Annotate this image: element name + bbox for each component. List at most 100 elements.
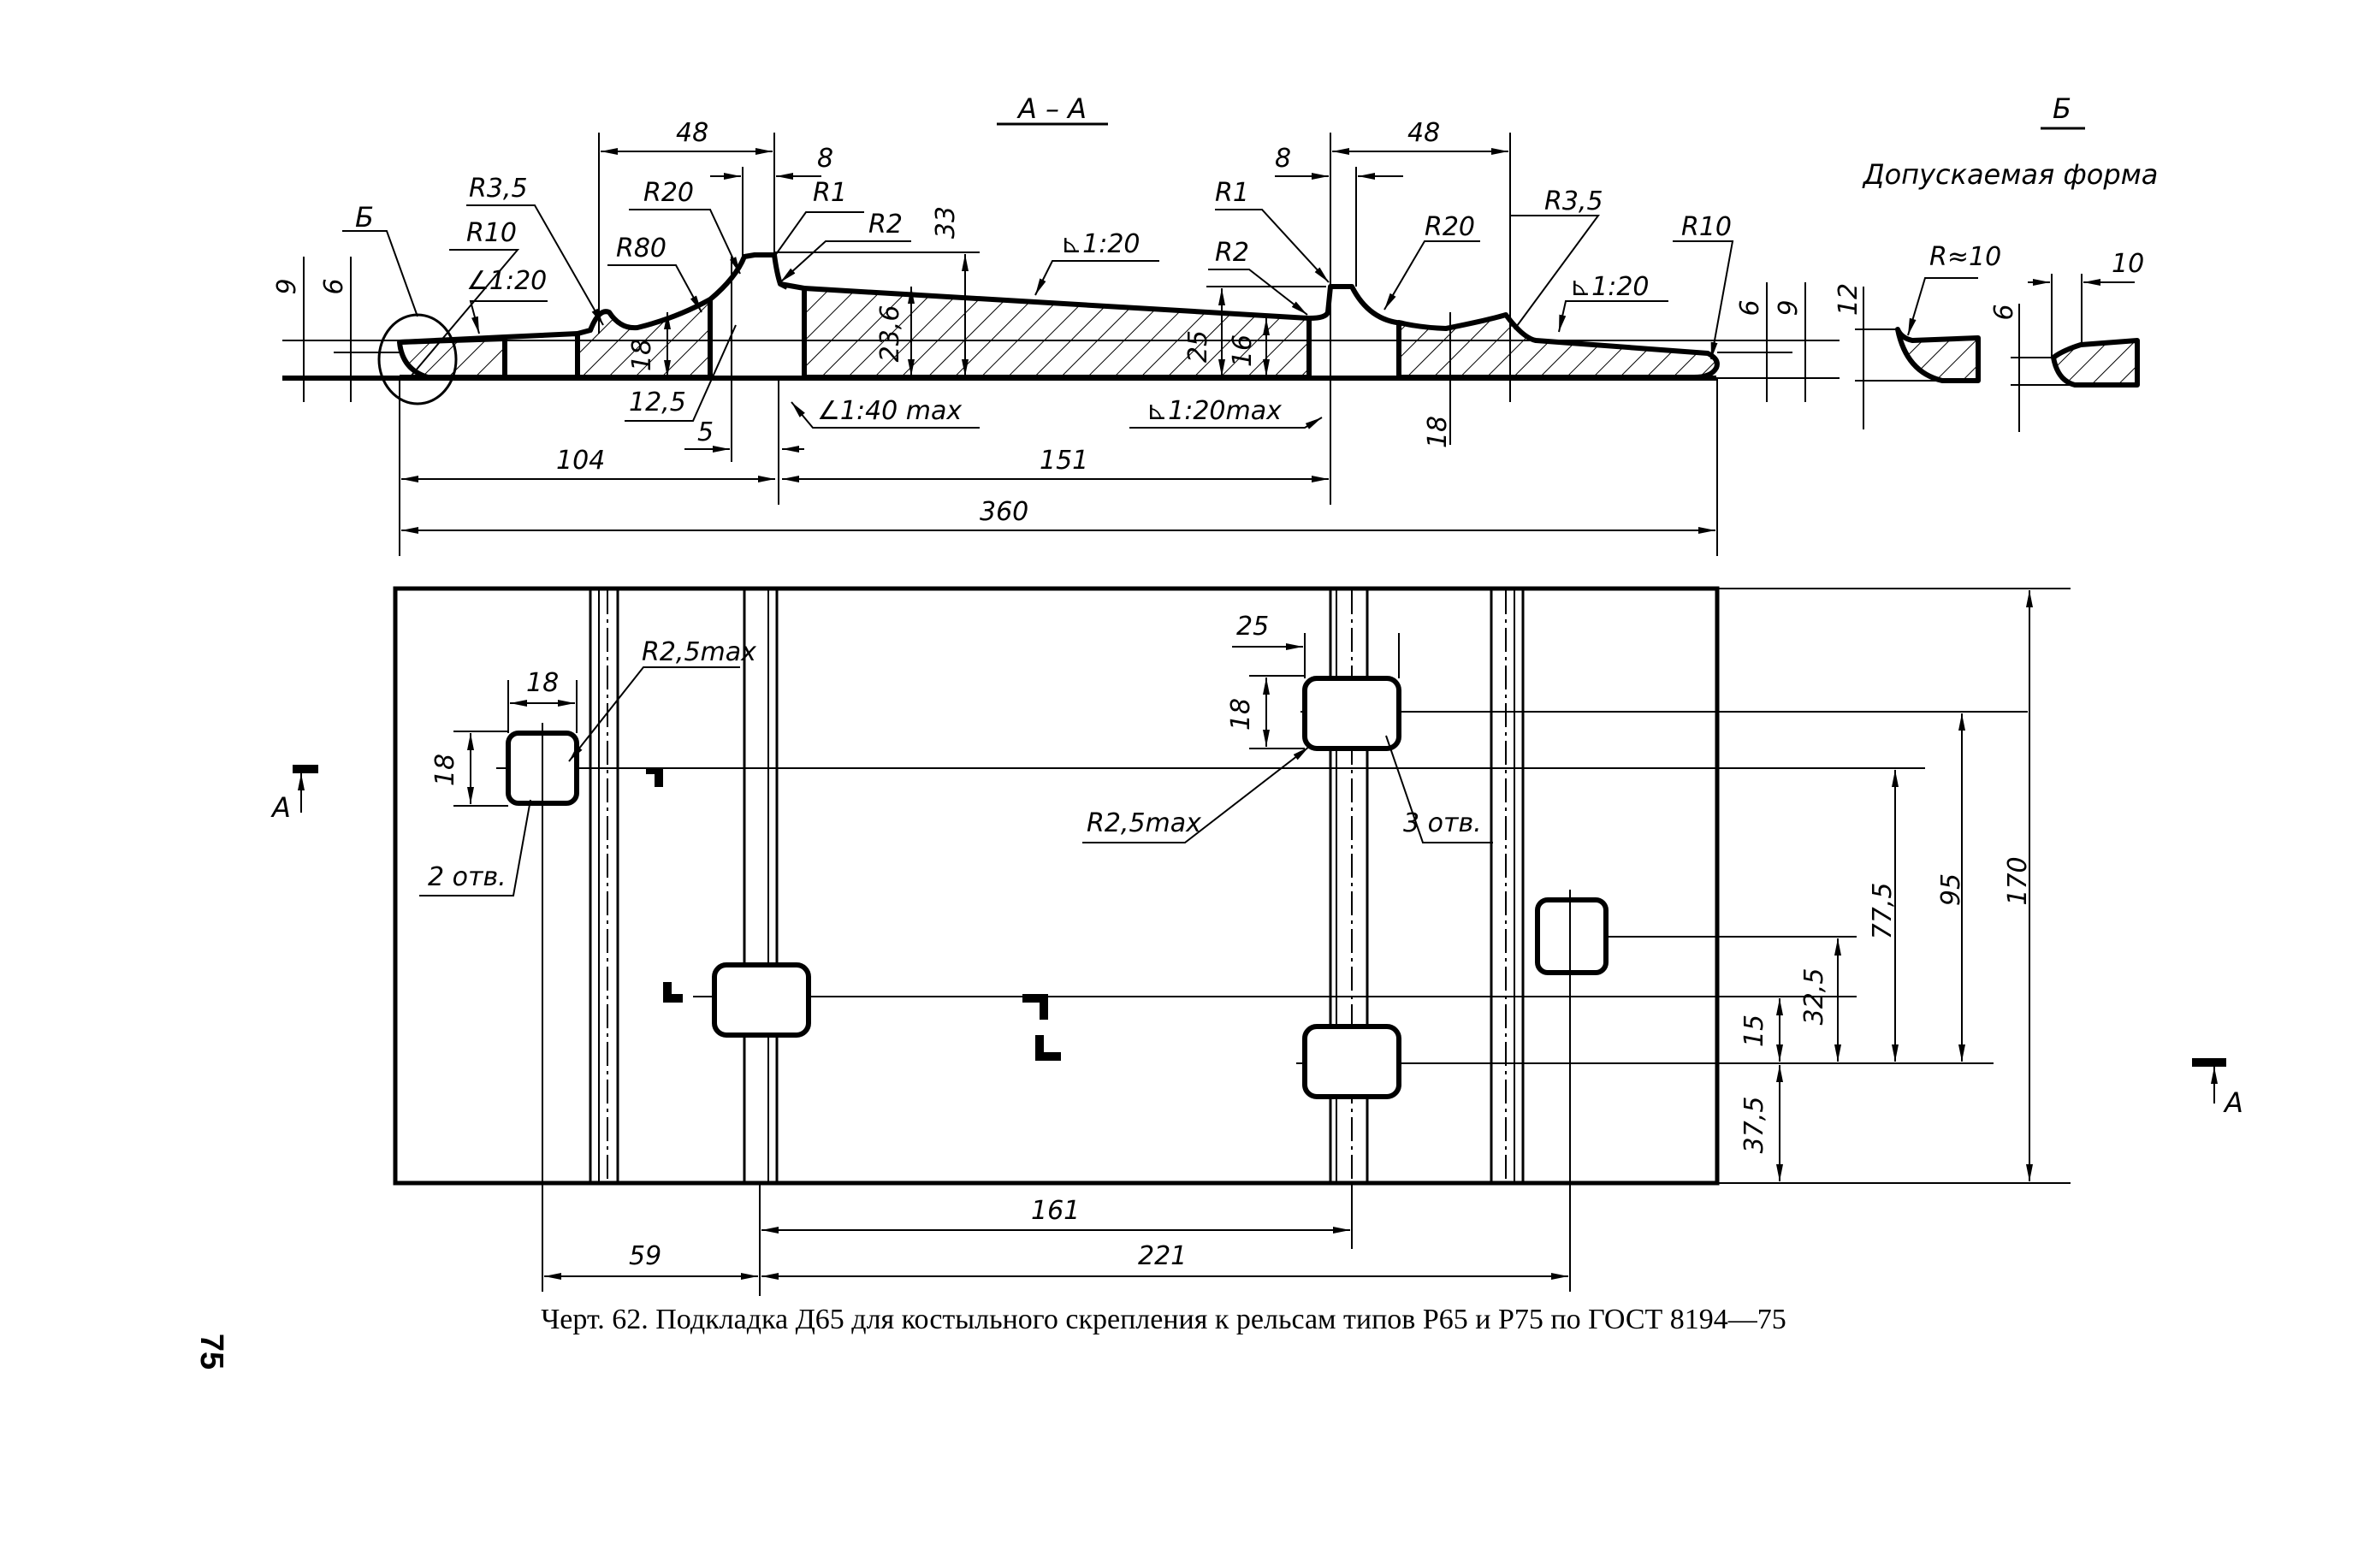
- section-title-group: А – А: [997, 92, 1108, 126]
- svg-text:∠1:20: ∠1:20: [466, 266, 547, 296]
- middle-start: [779, 281, 805, 291]
- svg-text:25: 25: [1183, 330, 1213, 363]
- dim-left-shoulder-height: 18: [627, 312, 671, 377]
- svg-text:R1: R1: [813, 178, 847, 208]
- detail-subtitle: Допускаемая форма: [1862, 158, 2159, 191]
- svg-text:18: 18: [627, 339, 657, 371]
- svg-text:18: 18: [430, 754, 460, 786]
- svg-text:8: 8: [817, 144, 833, 174]
- svg-text:6: 6: [1735, 299, 1765, 316]
- svg-text:32,5: 32,5: [1799, 968, 1829, 1026]
- dim-middle-right-heights: 25 16: [1183, 286, 1326, 376]
- dim-section-lengths: 104 151 360: [399, 378, 1718, 556]
- detail-leader: [342, 230, 418, 317]
- dim-right-shoulder: 48: [1332, 118, 1511, 402]
- detail-marker: Б: [355, 201, 374, 234]
- svg-text:6: 6: [1989, 304, 2019, 320]
- svg-text:12: 12: [1834, 283, 1863, 316]
- svg-text:360: 360: [980, 497, 1028, 527]
- section-profile: [282, 252, 1840, 381]
- svg-text:R2,5max: R2,5max: [642, 637, 756, 667]
- svg-text:2 отв.: 2 отв.: [428, 862, 507, 892]
- plan-outline: [393, 586, 1720, 1186]
- svg-text:18: 18: [1423, 416, 1453, 448]
- dim-left-end-heights: 9 6: [272, 257, 400, 402]
- svg-text:95: 95: [1936, 873, 1966, 906]
- svg-text:48: 48: [676, 118, 708, 148]
- radius-labels-left: R3,5 R10 R80 R20 R1 R2: [410, 174, 911, 377]
- svg-text:6: 6: [319, 278, 349, 294]
- svg-text:R2: R2: [1215, 238, 1249, 268]
- svg-text:А: А: [270, 791, 291, 824]
- svg-text:R10: R10: [466, 218, 517, 248]
- dim-hole-left: 18 18 R2,5max 2 отв.: [419, 637, 756, 896]
- svg-text:3 отв.: 3 отв.: [1403, 808, 1482, 838]
- svg-text:∠1:40 max: ∠1:40 max: [817, 396, 962, 426]
- svg-text:37,5: 37,5: [1739, 1097, 1769, 1154]
- svg-text:R3,5: R3,5: [469, 174, 528, 204]
- svg-text:⊾1:20max: ⊾1:20max: [1146, 396, 1282, 426]
- dim-right-shoulder-height: 18: [1423, 312, 1453, 448]
- svg-text:8: 8: [1275, 144, 1291, 174]
- svg-text:12,5: 12,5: [629, 388, 686, 417]
- svg-text:48: 48: [1407, 118, 1440, 148]
- svg-text:⊾1:20: ⊾1:20: [1061, 229, 1141, 259]
- svg-text:R20: R20: [1425, 212, 1475, 242]
- svg-text:⊾1:20: ⊾1:20: [1570, 272, 1650, 302]
- drawing-caption: Черт. 62. Подкладка Д65 для костыльного …: [541, 1304, 1786, 1335]
- svg-text:10: 10: [2112, 249, 2144, 279]
- detail-view: Б Допускаемая форма 12 R≈10 6 10: [1834, 92, 2158, 432]
- svg-text:16: 16: [1228, 334, 1258, 367]
- svg-text:R≈10: R≈10: [1929, 242, 2001, 272]
- svg-text:R2: R2: [868, 210, 903, 240]
- detail-title: Б: [2053, 92, 2071, 125]
- right-rib-outline: [1308, 284, 1404, 326]
- svg-text:9: 9: [272, 278, 302, 294]
- hole-left-bottom: [712, 962, 811, 1038]
- svg-text:9: 9: [1774, 299, 1804, 316]
- svg-text:R80: R80: [616, 234, 667, 263]
- dim-plan-horizontal: 161 59 221: [544, 1183, 1568, 1296]
- section-marker-right: А: [2192, 1058, 2243, 1119]
- slope-left-end: ∠1:20: [466, 266, 548, 334]
- svg-text:33: 33: [931, 206, 961, 239]
- dim-left-shoulder: 48: [598, 118, 775, 334]
- hole-right-middle: [1535, 897, 1609, 975]
- svg-text:25: 25: [1236, 612, 1269, 642]
- svg-text:15: 15: [1739, 1015, 1769, 1047]
- right-shoulder-section: [1396, 312, 1720, 380]
- svg-text:А: А: [2223, 1086, 2243, 1119]
- dim-left-rib-top: 8: [710, 144, 833, 257]
- hole-right-top: [1302, 676, 1401, 751]
- svg-text:R2,5max: R2,5max: [1087, 808, 1201, 838]
- svg-text:R20: R20: [643, 178, 694, 208]
- dim-rib-base: 12,5 5: [625, 257, 804, 462]
- svg-text:221: 221: [1138, 1241, 1187, 1271]
- svg-text:77,5: 77,5: [1868, 883, 1898, 940]
- svg-text:R3,5: R3,5: [1544, 186, 1603, 216]
- svg-text:5: 5: [697, 417, 714, 447]
- dim-right-end-heights: 6 9: [1717, 282, 1806, 402]
- section-marker-left: А: [270, 765, 318, 824]
- slope-middle: ⊾1:20: [1034, 229, 1159, 296]
- left-rib-outline: [708, 252, 789, 302]
- svg-text:23,6: 23,6: [875, 305, 905, 363]
- svg-text:18: 18: [526, 668, 559, 698]
- svg-text:59: 59: [629, 1241, 661, 1271]
- section-title: А – А: [1016, 92, 1087, 125]
- plan-view: [393, 586, 2028, 1292]
- page-number: 75: [193, 1334, 229, 1370]
- hole-right-bottom: [1302, 1024, 1401, 1099]
- svg-text:161: 161: [1031, 1196, 1080, 1226]
- svg-text:170: 170: [2003, 856, 2033, 905]
- slope-right-end: ⊾1:20: [1558, 272, 1668, 333]
- svg-text:104: 104: [556, 446, 605, 476]
- dim-rib-height: 33 23,6: [774, 206, 980, 376]
- svg-text:18: 18: [1226, 698, 1256, 731]
- svg-text:151: 151: [1040, 446, 1088, 476]
- dim-plan-vertical: 170 95 77,5 32,5 15 37,5: [1717, 588, 2071, 1184]
- slope-ribs: ∠1:40 max ⊾1:20max: [791, 396, 1323, 429]
- radius-labels-right: R1 R2 R20 R3,5 R10: [1208, 178, 1734, 360]
- svg-text:R1: R1: [1215, 178, 1249, 208]
